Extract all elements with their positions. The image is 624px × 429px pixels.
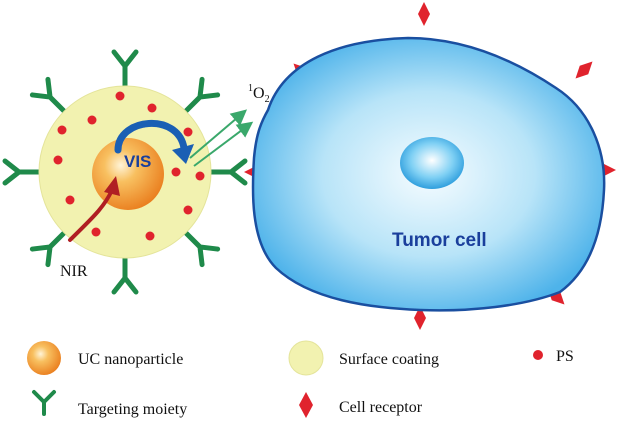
ps-molecules	[53, 91, 205, 241]
ps-dot	[57, 125, 67, 135]
ps-dot	[91, 227, 101, 237]
nucleus	[400, 137, 464, 189]
ps-dot	[53, 155, 63, 165]
targeting-moiety-swatch	[32, 390, 56, 416]
legend-surface-coating-label: Surface coating	[339, 351, 439, 368]
legend-ps: PS	[533, 348, 574, 365]
tumor-cell: Tumor cell	[244, 2, 616, 330]
cell-receptor-swatch	[299, 392, 313, 418]
ps-dot	[195, 171, 205, 181]
targeting-moiety	[2, 158, 46, 186]
ps-dot	[87, 115, 97, 125]
ps-dot	[147, 103, 157, 113]
surface-coating-swatch	[288, 340, 324, 376]
ps-dot	[183, 127, 193, 137]
legend-uc-nanoparticle-label: UC nanoparticle	[78, 351, 183, 368]
legend: UC nanoparticle Surface coating PS Targe…	[27, 340, 574, 418]
targeting-moiety	[111, 251, 139, 295]
cell-receptor	[414, 306, 426, 330]
legend-cell-receptor-label: Cell receptor	[339, 399, 423, 416]
legend-surface-coating: Surface coating	[288, 340, 439, 376]
nir-label: NIR	[60, 263, 88, 280]
legend-targeting-moiety-label: Targeting moiety	[78, 401, 187, 418]
legend-cell-receptor: Cell receptor	[299, 392, 423, 418]
uc-nanoparticle-swatch	[27, 341, 61, 375]
tumor-cell-label: Tumor cell	[392, 230, 487, 251]
ps-dot	[115, 91, 125, 101]
ps-swatch	[533, 350, 543, 360]
targeting-moiety	[204, 158, 248, 186]
legend-ps-label: PS	[556, 348, 574, 365]
singlet-oxygen-arrows	[189, 109, 254, 167]
nir-arrow	[68, 176, 120, 242]
ps-dot	[145, 231, 155, 241]
ps-dot	[65, 195, 75, 205]
legend-targeting-moiety: Targeting moiety	[32, 390, 187, 418]
legend-uc-nanoparticle: UC nanoparticle	[27, 341, 183, 375]
targeting-moiety	[111, 49, 139, 93]
cell-receptor	[575, 61, 593, 79]
singlet-oxygen-label: 1O2	[248, 83, 270, 105]
ps-dot	[171, 167, 181, 177]
vis-arrow	[114, 120, 194, 164]
targeting-moieties	[2, 49, 248, 295]
ps-dot	[183, 205, 193, 215]
cell-receptor	[418, 2, 430, 26]
vis-label: VIS	[124, 152, 151, 171]
nanoparticle: VIS NIR 1O2	[2, 49, 270, 295]
uc-core	[92, 138, 164, 210]
